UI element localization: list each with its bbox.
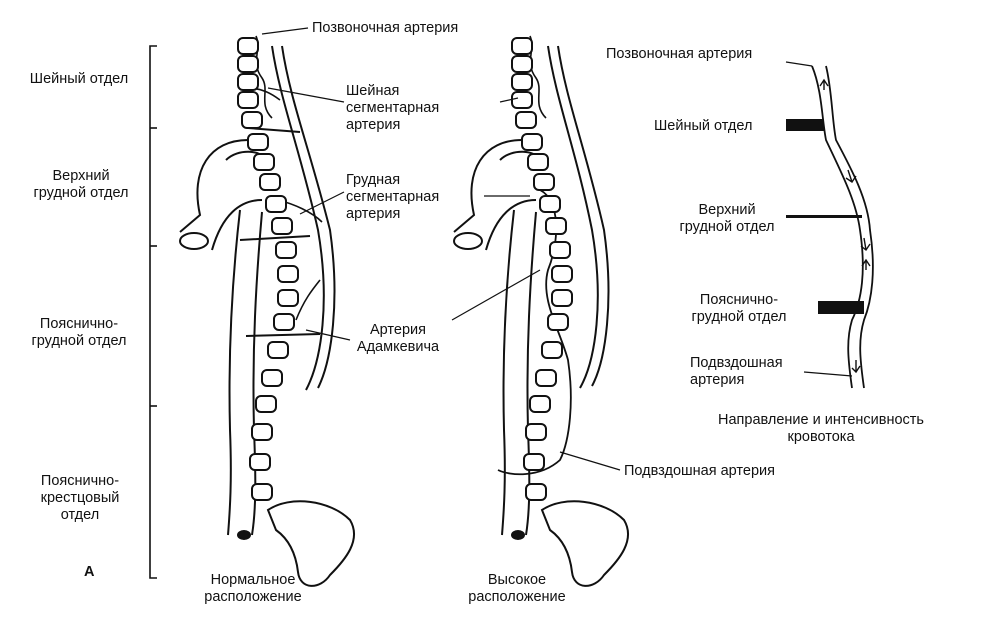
label-adamkiewicz-artery: Артерия Адамкевича <box>356 322 440 355</box>
region-label-lumbosacral: Пояснично- крестцовый отдел <box>40 473 120 523</box>
panel-letter: А <box>84 564 95 580</box>
flow-label-upper-thoracic: Верхний грудной отдел <box>679 202 775 235</box>
flow-diagram <box>785 61 874 389</box>
region-label-upper-thoracic: Верхний грудной отдел <box>33 168 129 201</box>
caption-high-position: Высокое расположение <box>468 572 566 605</box>
caption-normal-position: Нормальное расположение <box>204 572 302 605</box>
region-label-cervical: Шейный отдел <box>29 71 129 87</box>
flow-label-iliac-artery: Подвздошная артерия <box>690 355 783 388</box>
label-cervical-segmental-artery: Шейная сегментарная артерия <box>346 83 440 133</box>
flow-label-vertebral-artery: Позвоночная артерия <box>606 46 753 62</box>
normal-vertebrae <box>237 37 299 501</box>
label-thoracic-segmental-artery: Грудная сегментарная артерия <box>346 172 440 222</box>
flow-label-thoracolumbar: Пояснично- грудной отдел <box>691 292 787 325</box>
high-spine-figure <box>453 35 630 587</box>
region-label-thoracolumbar: Пояснично- грудной отдел <box>31 316 127 349</box>
label-iliac-artery: Подвздошная артерия <box>624 463 775 479</box>
label-vertebral-artery: Позвоночная артерия <box>312 20 459 36</box>
leader-lines <box>261 27 621 471</box>
high-vertebrae <box>511 37 573 501</box>
region-bracket <box>149 45 157 579</box>
flow-caption: Направление и интенсивность кровотока <box>718 412 924 445</box>
flow-feeder-bars <box>786 119 864 314</box>
normal-spine-figure <box>179 35 356 587</box>
flow-label-cervical: Шейный отдел <box>654 118 753 134</box>
